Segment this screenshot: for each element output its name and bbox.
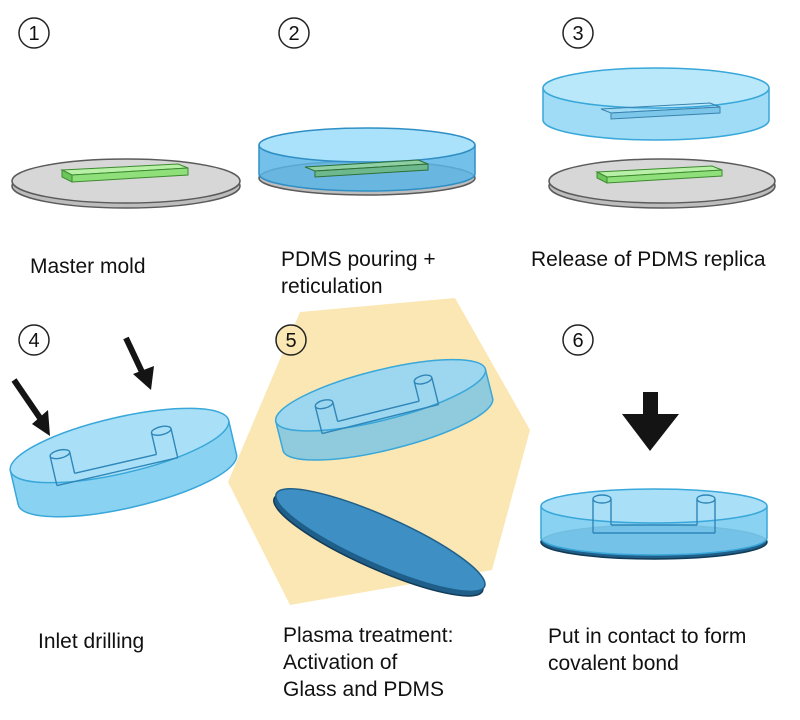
step-4-badge: 4 xyxy=(18,324,50,356)
bonded-chip-illustration xyxy=(540,488,768,560)
bonded-channel xyxy=(592,494,716,534)
caption-step-1: Master mold xyxy=(30,255,146,278)
master-mold-illustration xyxy=(11,158,241,209)
step-2-badge: 2 xyxy=(278,17,310,49)
drill-arrow-left xyxy=(11,378,50,436)
caption-step-2: PDMS pouring + reticulation xyxy=(281,248,436,298)
svg-text:3: 3 xyxy=(572,23,583,45)
svg-text:5: 5 xyxy=(285,330,296,352)
caption-step-3: Release of PDMS replica xyxy=(531,248,766,271)
svg-text:1: 1 xyxy=(28,23,39,45)
caption-step-5: Plasma treatment: Activation of Glass an… xyxy=(283,624,454,701)
svg-text:4: 4 xyxy=(28,330,39,352)
drill-arrow-right xyxy=(123,336,154,390)
plasma-pdms-illustration xyxy=(274,358,494,461)
step-3-badge: 3 xyxy=(562,17,594,49)
master-mold-channel xyxy=(60,163,189,183)
glass-slide-illustration xyxy=(273,488,486,597)
svg-text:6: 6 xyxy=(572,330,583,352)
caption-step-4: Inlet drilling xyxy=(38,630,145,653)
pdms-pouring-illustration xyxy=(258,127,476,196)
step-6-badge: 6 xyxy=(562,324,594,356)
master-mold-bottom-illustration xyxy=(548,158,776,209)
embedded-channel xyxy=(304,159,429,178)
pdms-replica-illustration xyxy=(542,67,770,141)
caption-step-6: Put in contact to form covalent bond xyxy=(548,625,747,675)
step-1-badge: 1 xyxy=(18,17,50,49)
press-arrow xyxy=(622,392,679,451)
svg-text:2: 2 xyxy=(288,23,299,45)
step-5-badge: 5 xyxy=(275,324,307,356)
inlet-drilling-illustration xyxy=(9,407,238,518)
replica-channel-imprint xyxy=(600,102,721,120)
drilled-channel xyxy=(49,425,179,487)
